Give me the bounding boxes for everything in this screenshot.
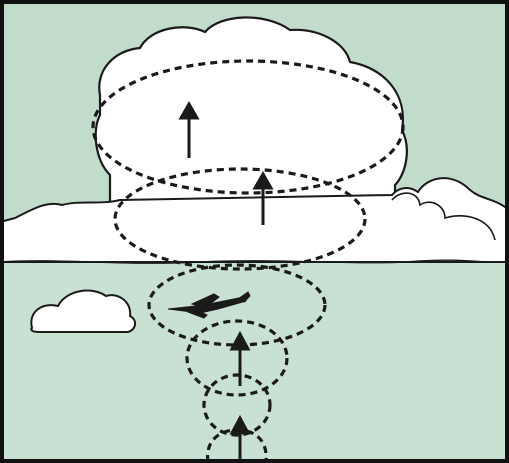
thermal-diagram [0, 0, 509, 463]
diagram-canvas [0, 0, 509, 463]
